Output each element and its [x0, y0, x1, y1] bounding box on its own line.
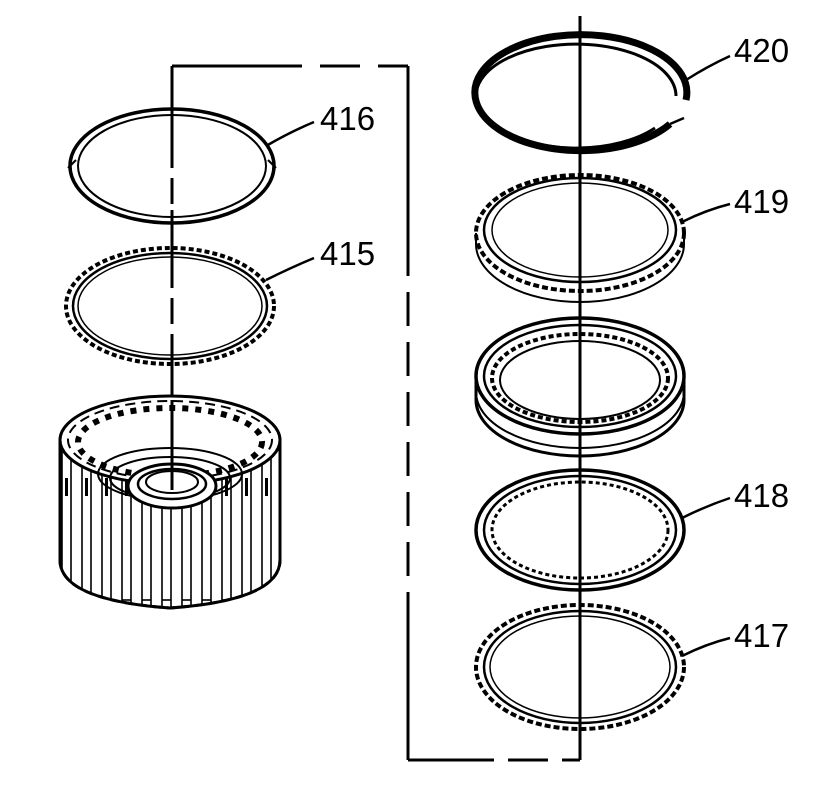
part-420-split-snap-ring: [471, 31, 691, 155]
part-415-toothed-plate: [64, 246, 276, 366]
callout-label: 416: [320, 100, 375, 137]
leader-line: [681, 202, 731, 224]
callout-label: 417: [734, 617, 789, 654]
part-clutch-housing: [58, 394, 282, 610]
callout-416: 416: [265, 100, 375, 148]
leader-line: [685, 54, 731, 82]
callout-label: 415: [320, 235, 375, 272]
callout-415: 415: [265, 235, 375, 282]
part-clutch-pack: [474, 316, 686, 458]
leader-line: [265, 120, 315, 148]
part-419-backing-plate: [474, 173, 686, 303]
callout-420: 420: [685, 32, 789, 82]
callout-418: 418: [681, 477, 789, 520]
part-416-snap-ring: [67, 107, 277, 225]
callout-label: 420: [734, 32, 789, 69]
part-418-friction-plate: [474, 468, 686, 592]
leader-line: [681, 496, 731, 520]
callout-417: 417: [681, 617, 789, 658]
leader-line: [681, 636, 731, 658]
leader-line: [265, 256, 315, 282]
callout-419: 419: [681, 183, 789, 224]
callout-label: 418: [734, 477, 789, 514]
part-417-steel-plate: [474, 603, 686, 731]
callout-label: 419: [734, 183, 789, 220]
